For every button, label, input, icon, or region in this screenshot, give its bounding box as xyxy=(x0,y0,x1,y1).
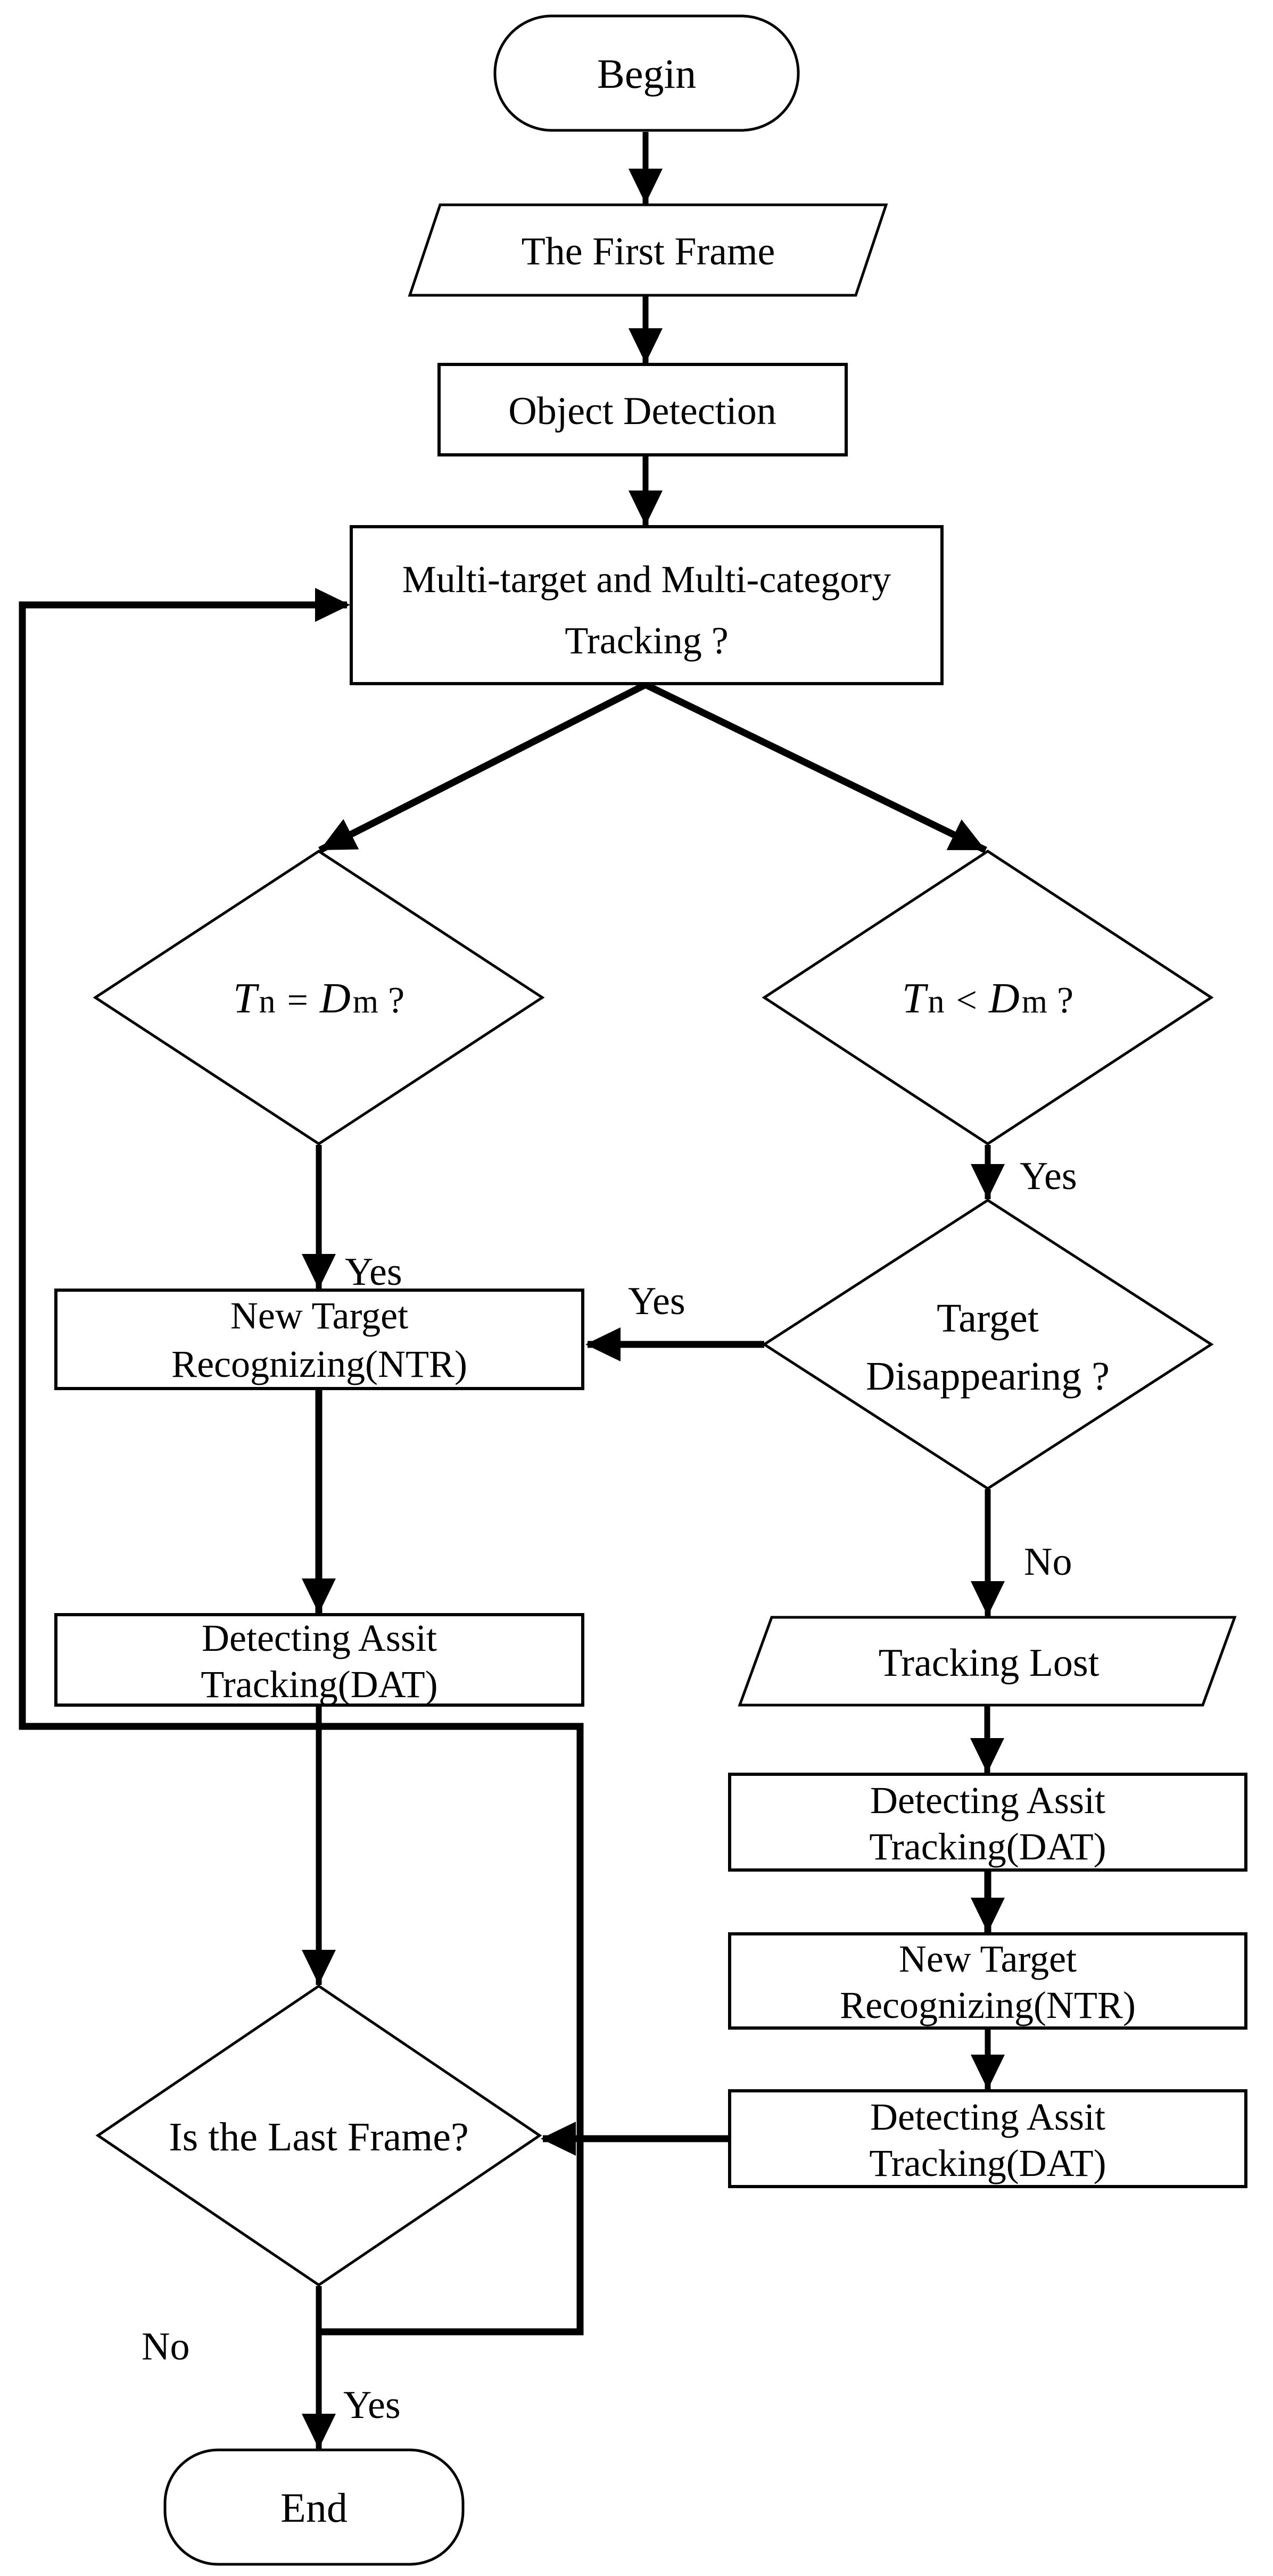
edge-begin-firstframe xyxy=(629,132,663,204)
edge-label-no-disappearing: No xyxy=(1024,1540,1072,1584)
edge-multitracking-condequal xyxy=(318,682,647,853)
edge-condequal-ntrleft xyxy=(302,1145,336,1289)
edge-condless-disappearing xyxy=(971,1145,1005,1199)
node-tracking-lost: Tracking Lost xyxy=(738,1616,1237,1707)
cond-less-label: Tn < Dm? xyxy=(902,975,1073,1022)
ntr-right-line1: New Target xyxy=(899,1938,1077,1980)
node-object-detection: Object Detection xyxy=(437,363,848,456)
cond-equal-var2: D xyxy=(319,975,351,1022)
edge-objectdetection-multitracking xyxy=(629,455,663,526)
edge-ntrright-datright2 xyxy=(971,2028,1005,2090)
cond-equal-label: Tn = Dm? xyxy=(233,975,404,1022)
edge-firstframe-objectdetection xyxy=(629,296,663,363)
cond-less-var1: T xyxy=(902,975,929,1022)
node-first-frame: The First Frame xyxy=(408,203,888,297)
edge-lastframe-loopback xyxy=(19,588,584,2336)
edge-datleft-lastframe xyxy=(302,1706,336,1985)
dat-left-line2: Tracking(DAT) xyxy=(201,1663,437,1706)
node-target-disappearing: Target Disappearing ? xyxy=(762,1199,1214,1490)
edge-label-yes-less: Yes xyxy=(1020,1154,1077,1198)
first-frame-label: The First Frame xyxy=(522,230,775,273)
node-dat-right-2: Detecting Assit Tracking(DAT) xyxy=(728,2089,1247,2188)
multi-tracking-line1: Multi-target and Multi-category xyxy=(402,558,891,601)
dat-right-2-line2: Tracking(DAT) xyxy=(869,2142,1106,2184)
node-multi-tracking: Multi-target and Multi-category Tracking… xyxy=(350,525,944,685)
edge-datright1-ntrright xyxy=(971,1871,1005,1933)
cond-less-sub1: n xyxy=(928,984,944,1020)
node-cond-equal: Tn = Dm? xyxy=(93,850,545,1145)
cond-equal-op: = xyxy=(287,980,308,1021)
cond-equal-sub1: n xyxy=(259,984,275,1020)
end-label: End xyxy=(280,2484,348,2531)
target-disappearing-line1: Target xyxy=(937,1296,1039,1341)
node-cond-less: Tn < Dm? xyxy=(762,850,1214,1145)
node-end: End xyxy=(163,2448,465,2566)
cond-less-op: < xyxy=(956,980,977,1021)
dat-right-1-line2: Tracking(DAT) xyxy=(869,1825,1106,1868)
edge-trackinglost-datright1 xyxy=(970,1706,1004,1773)
cond-equal-var1: T xyxy=(233,975,260,1022)
cond-equal-sub2: m xyxy=(353,984,378,1020)
edge-ntrleft-datleft xyxy=(302,1390,336,1614)
edge-label-yes-equal: Yes xyxy=(345,1250,402,1294)
node-dat-left: Detecting Assit Tracking(DAT) xyxy=(54,1613,584,1707)
edge-datright2-lastframe xyxy=(541,2122,730,2156)
edge-lastframe-end xyxy=(302,2286,336,2449)
tracking-lost-label: Tracking Lost xyxy=(879,1641,1100,1685)
dat-right-1-line1: Detecting Assit xyxy=(870,1779,1105,1822)
node-dat-right-1: Detecting Assit Tracking(DAT) xyxy=(728,1773,1247,1872)
node-ntr-left: New Target Recognizing(NTR) xyxy=(54,1289,584,1390)
last-frame-label: Is the Last Frame? xyxy=(169,2115,468,2159)
target-disappearing-line2: Disappearing ? xyxy=(866,1354,1110,1399)
cond-equal-suffix: ? xyxy=(388,980,404,1021)
ntr-right-line2: Recognizing(NTR) xyxy=(840,1984,1136,2026)
edge-label-no-last: No xyxy=(142,2325,189,2369)
edge-multitracking-condless xyxy=(644,682,987,853)
node-last-frame: Is the Last Frame? xyxy=(95,1984,542,2287)
node-begin: Begin xyxy=(493,14,800,132)
ntr-left-line1: New Target xyxy=(230,1294,408,1337)
edge-label-yes-disappearing: Yes xyxy=(628,1279,685,1323)
cond-less-suffix: ? xyxy=(1057,980,1073,1021)
cond-less-var2: D xyxy=(988,975,1020,1022)
ntr-left-line2: Recognizing(NTR) xyxy=(171,1343,467,1385)
begin-label: Begin xyxy=(597,51,696,97)
cond-less-sub2: m xyxy=(1022,984,1047,1020)
edge-disappearing-trackinglost xyxy=(971,1489,1005,1616)
dat-right-2-line1: Detecting Assit xyxy=(870,2096,1105,2138)
edge-label-yes-last: Yes xyxy=(343,2383,401,2427)
node-ntr-right: New Target Recognizing(NTR) xyxy=(728,1932,1247,2030)
edge-disappearing-ntrleft xyxy=(585,1327,764,1361)
object-detection-label: Object Detection xyxy=(508,389,776,433)
dat-left-line1: Detecting Assit xyxy=(202,1617,437,1659)
multi-tracking-line2: Tracking ? xyxy=(565,619,728,662)
